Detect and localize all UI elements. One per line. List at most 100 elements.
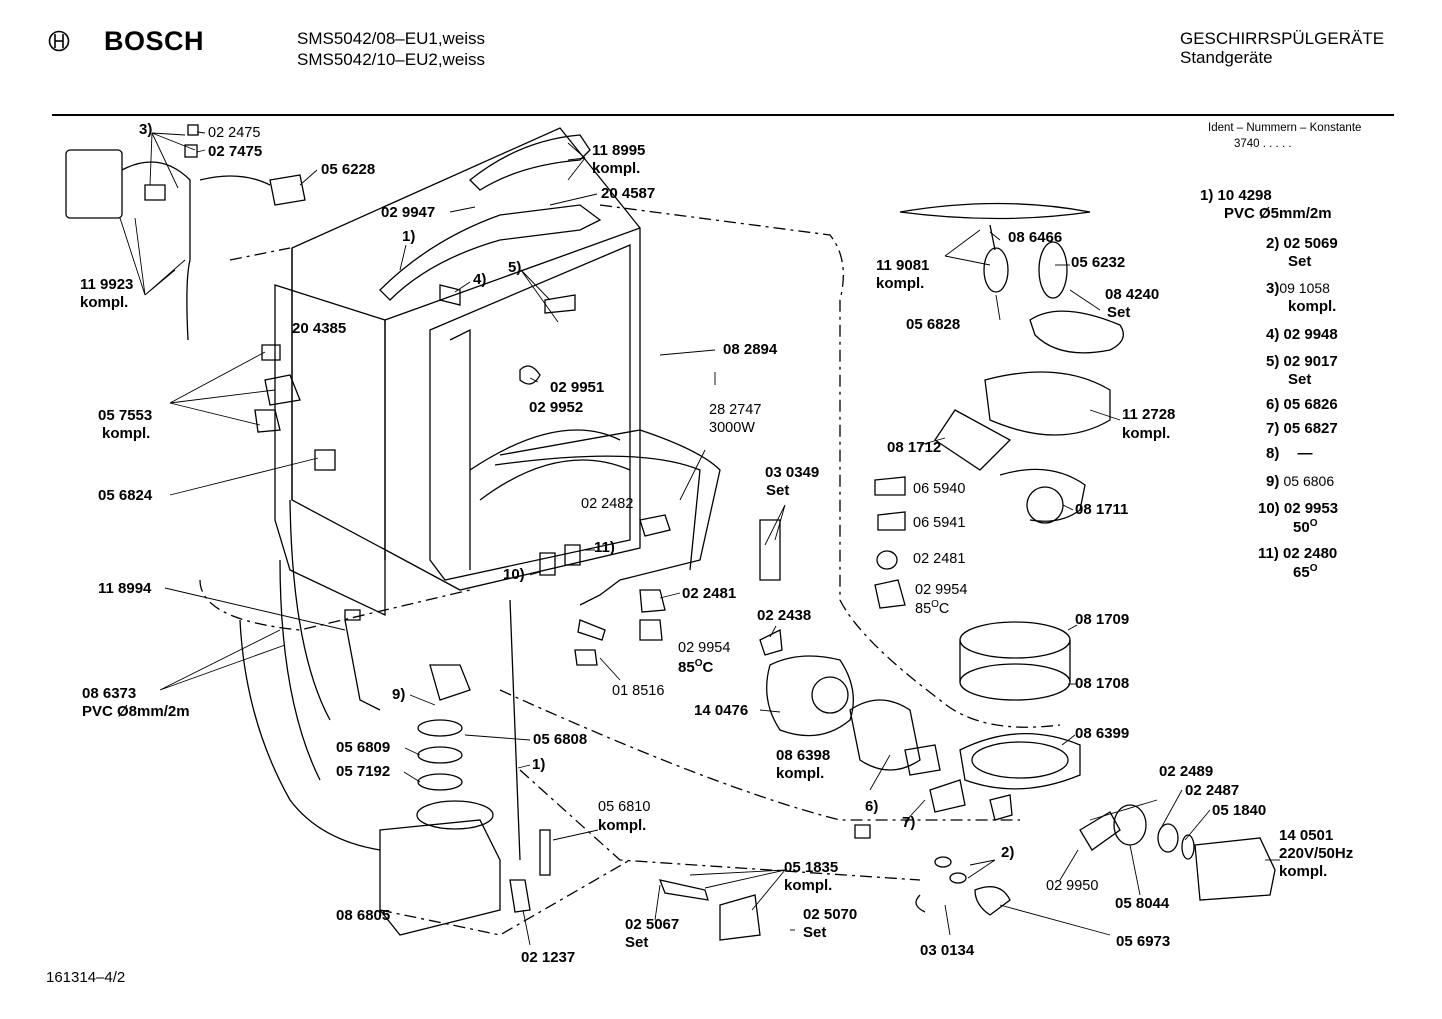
legend-11-note-deg: O <box>1309 563 1318 574</box>
base-frame-dashed <box>199 204 1061 936</box>
legend-3-note: kompl. <box>1288 298 1337 315</box>
label-112728: 11 2728 <box>1122 406 1176 423</box>
label-021237: 02 1237 <box>521 949 576 966</box>
legend-2-key: 2) <box>1266 235 1280 252</box>
label-086398-kompl: kompl. <box>776 765 825 782</box>
legend-6-key: 6) <box>1266 396 1280 413</box>
label-282747: 28 2747 <box>709 402 762 418</box>
label-058044: 05 8044 <box>1115 895 1170 912</box>
circulation-motor <box>766 655 854 737</box>
label-119923: 11 9923 <box>80 276 134 293</box>
legend-9-key: 9) <box>1266 473 1280 490</box>
leader-lines <box>119 131 1280 946</box>
legend-5-note: Set <box>1288 371 1312 388</box>
label-022482: 02 2482 <box>581 496 634 512</box>
label-85c-b-unit: C <box>938 600 950 617</box>
legend-8-key: 8) <box>1266 445 1280 462</box>
label-140501-kompl: kompl. <box>1279 863 1328 880</box>
label-084240: 08 4240 <box>1105 286 1160 303</box>
label-086399: 08 6399 <box>1075 725 1130 742</box>
category: GESCHIRRSPÜLGERÄTE <box>1180 29 1385 48</box>
legend-3: 3)09 1058 <box>1266 281 1330 297</box>
legend-1-key: 1) <box>1200 187 1214 204</box>
drawing-number: 161314–4/2 <box>46 969 126 986</box>
label-084240-set: Set <box>1107 304 1131 321</box>
label-027475: 02 7475 <box>208 143 263 160</box>
label-056232: 05 6232 <box>1071 254 1126 271</box>
legend-10-key: 10) <box>1258 500 1280 517</box>
label-ref-11: 11) <box>594 539 615 556</box>
label-086398: 08 6398 <box>776 747 831 764</box>
legend-6-value: 05 6826 <box>1283 396 1338 413</box>
label-057553-kompl: kompl. <box>102 425 151 442</box>
ident-value: 3740 . . . . . <box>1234 138 1292 150</box>
legend-3-value: 09 1058 <box>1279 280 1330 296</box>
legend-1-note: PVC Ø5mm/2m <box>1224 205 1332 222</box>
model-line-1: SMS5042/08–EU1,weiss <box>297 29 486 48</box>
legend-10-note-value: 50 <box>1293 519 1310 536</box>
legend-4: 4) 02 9948 <box>1266 327 1338 343</box>
label-118994: 11 8994 <box>98 580 152 597</box>
legend-5: 5) 02 9017 <box>1266 354 1338 370</box>
label-022475: 02 2475 <box>208 125 261 141</box>
label-051840: 05 1840 <box>1212 802 1267 819</box>
label-022438: 02 2438 <box>757 607 812 624</box>
upper-spray-arm <box>899 202 1091 220</box>
label-ref-1a: 1) <box>402 228 416 245</box>
label-018516: 01 8516 <box>612 683 665 699</box>
label-081708: 08 1708 <box>1075 675 1130 692</box>
label-056810: 05 6810 <box>598 799 651 815</box>
label-140476: 14 0476 <box>694 702 749 719</box>
label-025067: 02 5067 <box>625 916 680 933</box>
legend-10-value: 02 9953 <box>1283 500 1339 517</box>
legend-3-key: 3) <box>1266 280 1280 297</box>
label-057553: 05 7553 <box>98 407 153 424</box>
label-ref-2: 2) <box>1001 844 1015 861</box>
legend-11: 11) 02 2480 <box>1258 546 1337 562</box>
label-119081-kompl: kompl. <box>876 275 925 292</box>
sump-pump <box>379 819 501 936</box>
label-057192: 05 7192 <box>336 763 391 780</box>
legend-10: 10) 02 9953 <box>1258 501 1338 517</box>
legend-7: 7) 05 6827 <box>1266 421 1338 437</box>
legend-7-value: 05 6827 <box>1283 420 1338 437</box>
legend-11-note: 65O <box>1293 563 1318 581</box>
legend-2-note: Set <box>1288 253 1312 270</box>
label-029954-a: 02 9954 <box>678 640 731 656</box>
legend-8-value: — <box>1297 445 1313 462</box>
label-112728-kompl: kompl. <box>1122 425 1171 442</box>
label-081711: 08 1711 <box>1075 501 1129 518</box>
label-029950: 02 9950 <box>1046 878 1099 894</box>
model-line-2: SMS5042/10–EU2,weiss <box>297 50 486 69</box>
label-056824: 05 6824 <box>98 487 153 504</box>
label-119081: 11 9081 <box>876 257 930 274</box>
label-025070-set: Set <box>803 924 827 941</box>
sump-housing <box>959 733 1081 790</box>
filter-ring <box>959 621 1071 659</box>
heater-element <box>499 429 721 606</box>
label-086466: 08 6466 <box>1008 229 1063 246</box>
label-030134: 03 0134 <box>920 942 975 959</box>
label-030349: 03 0349 <box>765 464 820 481</box>
drain-pump <box>1194 837 1276 901</box>
label-ref-6: 6) <box>865 798 879 815</box>
label-065941: 06 5941 <box>913 515 966 531</box>
label-140501: 14 0501 <box>1279 827 1334 844</box>
legend-1-value: 10 4298 <box>1217 187 1272 204</box>
label-022481-b: 02 2481 <box>913 551 966 567</box>
label-ref-9: 9) <box>392 686 406 703</box>
label-086805: 08 6805 <box>336 907 391 924</box>
label-85c-b-value: 85 <box>915 600 932 617</box>
label-85c-a: 85OC <box>678 658 714 676</box>
label-ref-4: 4) <box>473 271 487 288</box>
label-85c-a-unit: C <box>702 659 714 676</box>
legend-5-key: 5) <box>1266 353 1280 370</box>
label-118995-kompl: kompl. <box>592 160 641 177</box>
water-softener <box>65 149 123 219</box>
legend-9-value: 05 6806 <box>1283 473 1335 489</box>
label-022489: 02 2489 <box>1159 763 1214 780</box>
legend-8: 8) — <box>1266 446 1313 462</box>
label-029947: 02 9947 <box>381 204 436 221</box>
legend-11-value: 02 2480 <box>1283 545 1338 562</box>
